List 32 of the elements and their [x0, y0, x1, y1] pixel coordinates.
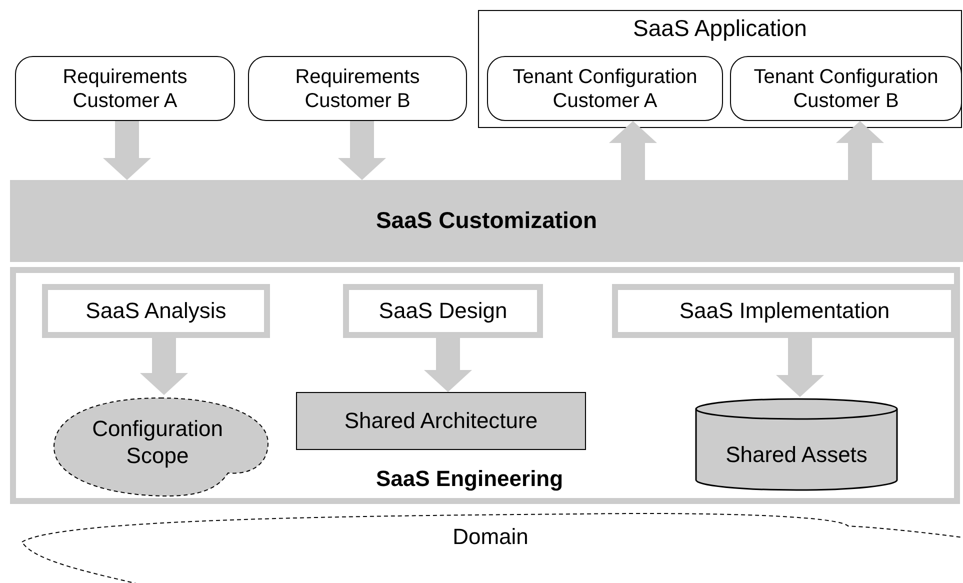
block-arrow	[140, 338, 188, 395]
node-label: Configuration Scope	[91, 416, 224, 469]
block-arrow	[776, 338, 824, 397]
node-label: Tenant Configuration Customer A	[512, 64, 698, 112]
node-label: Shared Architecture	[344, 408, 538, 434]
requirement-box	[15, 56, 235, 121]
node-label: SaaS Customization	[376, 207, 598, 235]
requirement-box	[248, 56, 467, 121]
node-label: SaaS Implementation	[679, 298, 890, 324]
architecture-box	[296, 392, 586, 450]
node-label: Tenant Configuration Customer B	[752, 64, 940, 112]
block-arrow	[609, 121, 657, 180]
node-label: SaaS Analysis	[86, 298, 226, 324]
stage-box	[42, 284, 270, 338]
block-arrow	[338, 121, 386, 180]
block-arrow	[836, 121, 884, 180]
application-container	[478, 10, 962, 128]
stage-box	[612, 284, 957, 338]
frame-title: SaaS Engineering	[376, 466, 564, 492]
customization-band	[10, 180, 963, 262]
block-arrow	[424, 338, 472, 392]
node-label: Requirements Customer A	[62, 64, 188, 112]
node-label: Shared Assets	[726, 442, 868, 469]
node-label: SaaS Design	[378, 298, 508, 324]
node-label: Requirements Customer B	[294, 64, 421, 112]
block-arrow	[103, 121, 151, 180]
node-label: SaaS Application	[633, 15, 807, 43]
requirement-box	[487, 56, 723, 121]
stage-box	[343, 284, 543, 338]
requirement-box	[730, 56, 962, 121]
engineering-frame	[10, 267, 960, 504]
node-label: Domain	[452, 524, 528, 550]
